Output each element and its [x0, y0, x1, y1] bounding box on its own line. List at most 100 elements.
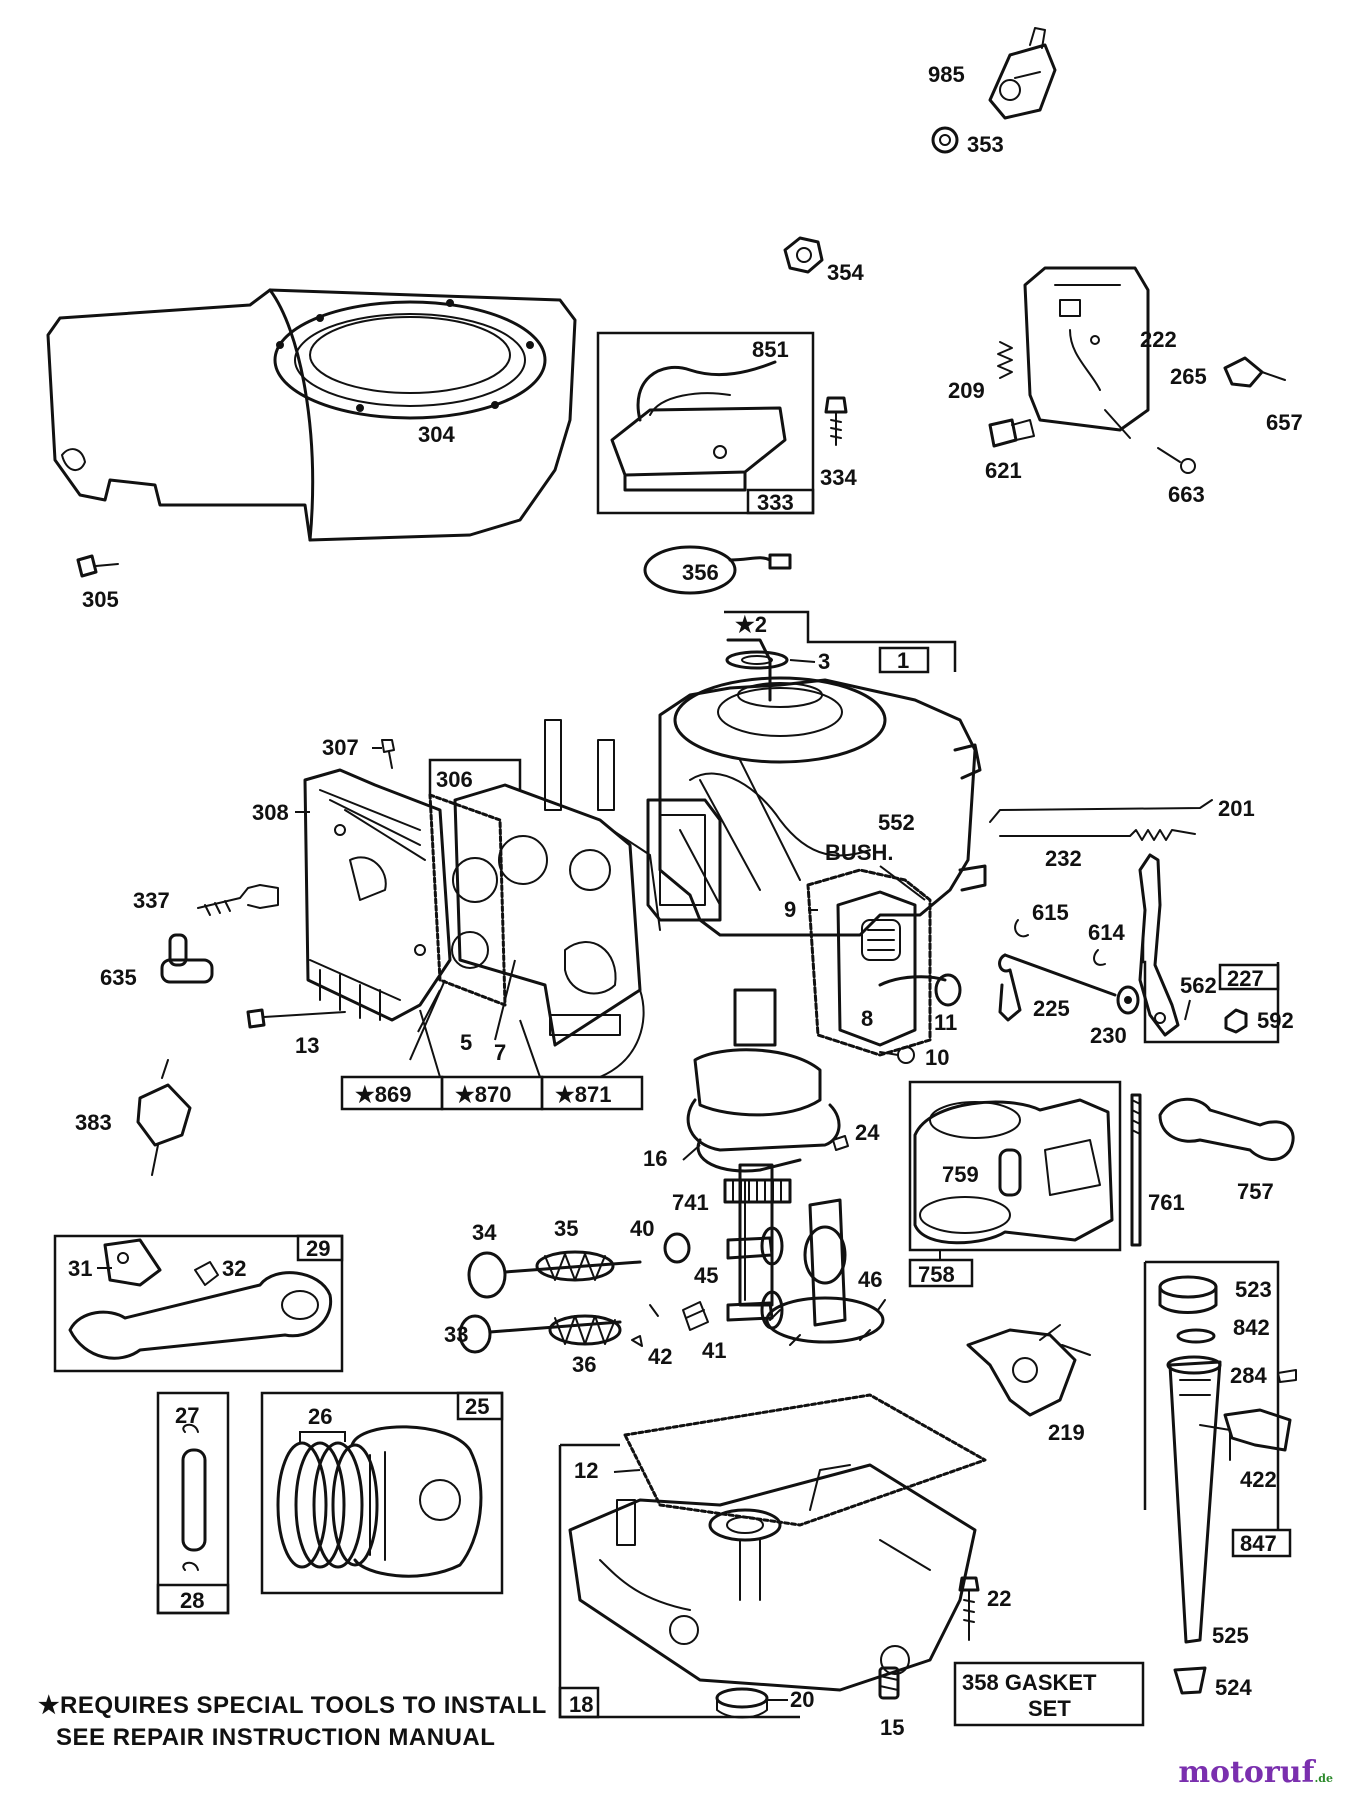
label-284: 284 [1230, 1363, 1267, 1388]
part-35-spring [535, 1250, 615, 1282]
label-22: 22 [987, 1586, 1011, 1611]
part-9-breather-gasket [806, 868, 932, 1057]
label-10: 10 [925, 1045, 949, 1070]
label-42: 42 [648, 1344, 672, 1369]
label-847: 847 [1240, 1531, 1277, 1556]
label-46: 46 [858, 1267, 882, 1292]
label-657: 657 [1266, 410, 1303, 435]
label-304: 304 [418, 422, 455, 447]
brand-tld: .de [1314, 1772, 1333, 1785]
part-219-governor [966, 1324, 1091, 1417]
part-985-solenoid [988, 27, 1057, 120]
part-621-bushing [988, 418, 1035, 448]
part-1-cylinder-block [544, 638, 987, 937]
label-8: 8 [861, 1006, 873, 1031]
part-36-spring [548, 1314, 622, 1346]
label-334: 334 [820, 465, 857, 490]
part-227-lever [1138, 853, 1180, 1037]
label-230: 230 [1090, 1023, 1127, 1048]
label-870: ★870 [455, 1082, 511, 1107]
part-45-tappet [726, 1226, 784, 1330]
label-353: 353 [967, 132, 1004, 157]
part-42-keeper [631, 1304, 659, 1347]
part-353-lockwasher [931, 126, 959, 154]
label-25: 25 [465, 1394, 489, 1419]
label-16: 16 [643, 1146, 667, 1171]
label-383: 383 [75, 1110, 112, 1135]
label-2: ★2 [735, 612, 767, 637]
frame-306 [428, 758, 522, 795]
label-552: 552 [878, 810, 915, 835]
frame-29-tag [296, 1234, 344, 1262]
label-356: 356 [682, 560, 719, 585]
part-15-plug [878, 1666, 900, 1700]
label-219: 219 [1048, 1420, 1085, 1445]
label-757: 757 [1237, 1179, 1274, 1204]
part-851-rectifier [610, 360, 787, 492]
label-758: 758 [918, 1262, 955, 1287]
label-36: 36 [572, 1352, 596, 1377]
part-18-sump [568, 1463, 977, 1692]
part-232-link [999, 829, 1196, 841]
label-307: 307 [322, 735, 359, 760]
part-2-seal [725, 650, 789, 670]
frame-333-tag [746, 488, 815, 515]
label-354: 354 [827, 260, 864, 285]
part-20-seal [715, 1687, 769, 1719]
label-592: 592 [1257, 1008, 1294, 1033]
part-337-sensor [197, 884, 279, 916]
label-13: 13 [295, 1033, 319, 1058]
part-842-oring [1176, 1328, 1216, 1344]
frame-25 [260, 1391, 504, 1595]
label-869: ★869 [355, 1082, 411, 1107]
label-525: 525 [1212, 1623, 1249, 1648]
label-9: 9 [784, 897, 796, 922]
label-635: 635 [100, 965, 137, 990]
frame-18 [558, 1443, 800, 1719]
frame-847 [1143, 1260, 1280, 1530]
part-305-screw [76, 554, 119, 578]
part-761-shaft [1130, 1093, 1142, 1247]
brand-name: motoruf [1178, 1755, 1315, 1790]
part-34-valve [467, 1251, 642, 1299]
label-308: 308 [252, 800, 289, 825]
label-12: 12 [574, 1458, 598, 1483]
label-18: 18 [569, 1692, 593, 1717]
part-12-gasket [623, 1393, 987, 1527]
part-757-rocker [1158, 1097, 1295, 1161]
part-354-nut [783, 236, 824, 274]
part-225-shaft [998, 953, 1117, 1022]
part-758-bearing [913, 1098, 1114, 1245]
label-35: 35 [554, 1216, 578, 1241]
part-222-control-plate [1023, 266, 1150, 439]
label-524: 524 [1215, 1675, 1252, 1700]
label-27: 27 [175, 1403, 199, 1428]
label-759: 759 [942, 1162, 979, 1187]
frame-847-tag [1231, 1528, 1292, 1558]
part-24-key [832, 1135, 849, 1151]
label-615: 615 [1032, 900, 1069, 925]
part-201-link [989, 799, 1213, 823]
label-41: 41 [702, 1338, 726, 1363]
part-22-bolt [958, 1576, 980, 1641]
label-24: 24 [855, 1120, 880, 1145]
part-306-head-gasket [428, 793, 507, 1007]
part-306-head [453, 783, 661, 1047]
label-1: 1 [897, 648, 909, 673]
label-40: 40 [630, 1216, 654, 1241]
label-741: 741 [672, 1190, 709, 1215]
special-tools-note: ★REQUIRES SPECIAL TOOLS TO INSTALL SEE R… [38, 1690, 558, 1754]
label-15: 15 [880, 1715, 904, 1740]
label-337: 337 [133, 888, 170, 913]
part-41-retainer [682, 1301, 709, 1331]
label-225: 225 [1033, 996, 1070, 1021]
frame-1 [724, 610, 957, 672]
label-29: 29 [306, 1236, 330, 1261]
label-621: 621 [985, 458, 1022, 483]
frame-333 [596, 331, 815, 515]
part-525-tube [1166, 1355, 1222, 1644]
part-741-gear [723, 1178, 792, 1204]
part-25-piston [331, 1425, 483, 1578]
part-524-seal [1173, 1666, 1207, 1695]
